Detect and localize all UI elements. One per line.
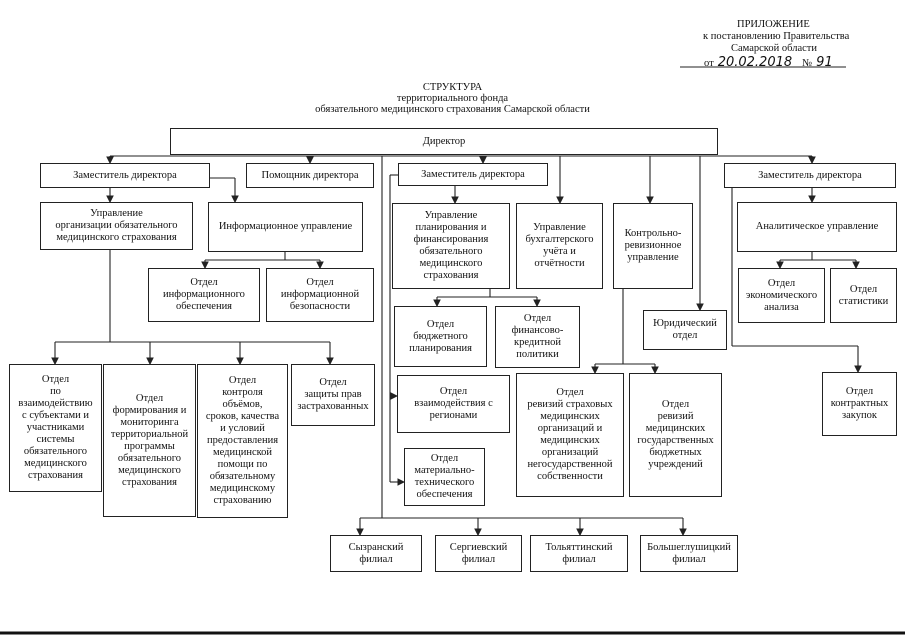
handwritten-date: 20.02.2018 <box>717 55 793 70</box>
contract-procurement-division-box: Отдел контрактных закупок <box>822 372 897 436</box>
appendix-line-3: Самарской области <box>731 43 817 54</box>
assistant-director-box: Помощник директора <box>246 163 374 188</box>
program-monitoring-division-box: Отдел формирования и мониторинга террито… <box>103 364 196 517</box>
quality-control-division-box: Отдел контроля объёмов, сроков, качества… <box>197 364 288 518</box>
branch-tolyatti-box: Тольяттинский филиал <box>530 535 628 572</box>
appendix-line-2: к постановлению Правительства <box>703 31 850 42</box>
control-audit-dept-box: Контрольно- ревизионное управление <box>613 203 693 289</box>
decree-reference: от 20.02.2018 № 91 <box>704 53 833 71</box>
appendix-title: ПРИЛОЖЕНИЕ <box>737 19 810 30</box>
information-dept-box: Информационное управление <box>208 202 363 252</box>
deputy-director-right-box: Заместитель директора <box>724 163 896 188</box>
planning-finance-dept-box: Управление планирования и финансирования… <box>392 203 510 289</box>
info-security-division-box: Отдел информационной безопасности <box>266 268 374 322</box>
regions-interaction-division-box: Отдел взаимодействия с регионами <box>397 375 510 433</box>
insured-rights-division-box: Отдел защиты прав застрахованных <box>291 364 375 426</box>
info-support-division-box: Отдел информационного обеспечения <box>148 268 260 322</box>
accounting-dept-box: Управление бухгалтерского учёта и отчётн… <box>516 203 603 289</box>
analytics-dept-box: Аналитическое управление <box>737 202 897 252</box>
number-prefix: № <box>802 58 813 69</box>
title-line-2: территориального фонда <box>396 93 509 104</box>
branch-sergievsk-box: Сергиевский филиал <box>435 535 522 572</box>
economic-analysis-division-box: Отдел экономического анализа <box>738 268 825 323</box>
audit-state-institutions-division-box: Отдел ревизий медицинских государственны… <box>629 373 722 497</box>
deputy-director-center-box: Заместитель директора <box>398 163 548 186</box>
statistics-division-box: Отдел статистики <box>830 268 897 323</box>
logistics-division-box: Отдел материально- технического обеспече… <box>404 448 485 506</box>
director-box: Директор <box>170 128 718 155</box>
insured-interaction-division-box: Отдел по взаимодействию с субъектами и у… <box>9 364 102 492</box>
budget-planning-division-box: Отдел бюджетного планирования <box>394 306 487 367</box>
branch-syzran-box: Сызранский филиал <box>330 535 422 572</box>
audit-insurance-orgs-division-box: Отдел ревизий страховых медицинских орга… <box>516 373 624 497</box>
deputy-director-left-box: Заместитель директора <box>40 163 210 188</box>
oms-organization-dept-box: Управление организации обязательного мед… <box>40 202 193 250</box>
handwritten-number: 91 <box>816 55 833 70</box>
legal-division-box: Юридический отдел <box>643 310 727 350</box>
title-line-1: СТРУКТУРА <box>422 82 483 93</box>
title-line-3: обязательного медицинского страхования С… <box>315 104 590 115</box>
finance-credit-division-box: Отдел финансово- кредитной политики <box>495 306 580 368</box>
from-prefix: от <box>704 58 714 69</box>
branch-glushitsa-box: Большеглушицкий филиал <box>640 535 738 572</box>
